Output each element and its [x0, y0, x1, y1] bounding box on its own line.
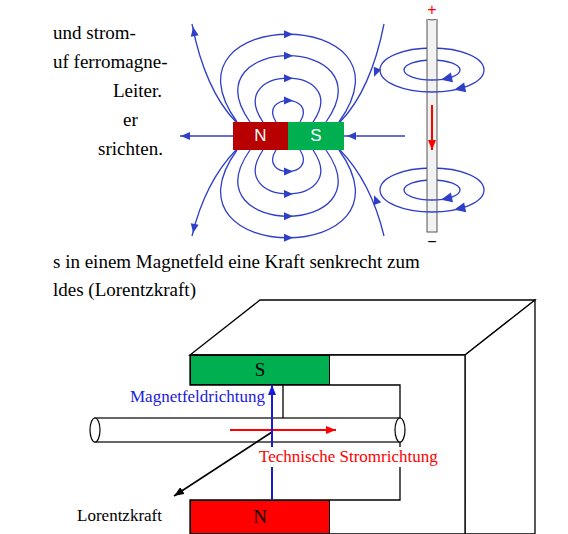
current-arrow [431, 105, 433, 150]
bar-magnet-field-lines [180, 24, 405, 242]
wire-field [380, 16, 484, 232]
horseshoe-magnet [190, 300, 535, 534]
field-arrow [284, 190, 293, 198]
body-text: ldes (Lorentzkraft) [52, 279, 197, 301]
field-line [340, 24, 384, 122]
field-line [192, 150, 236, 236]
field-arrow [284, 234, 293, 242]
body-text: srichten. [97, 138, 164, 160]
field-line [380, 190, 484, 212]
pole-letter: S [310, 127, 321, 146]
field-line [380, 70, 484, 92]
body-text: er [122, 109, 139, 131]
direction-label: Magnetfeldrichtung [129, 387, 266, 407]
field-line [255, 150, 320, 194]
field-arrow [347, 132, 356, 140]
field-line [273, 101, 304, 122]
magnet-pole-north: N [233, 122, 288, 150]
field-arrow [284, 74, 293, 82]
magnet-pole-south: S [288, 122, 344, 150]
field-arrow [189, 26, 198, 36]
field-arrow [442, 74, 452, 84]
field-arrow [370, 194, 381, 205]
field-line [238, 56, 338, 122]
magnet-front-face [190, 355, 465, 534]
field-line [192, 24, 236, 122]
body-text: Leiter. [112, 80, 163, 102]
field-line [221, 150, 356, 238]
field-arrow [455, 84, 465, 94]
current-arrow [230, 429, 336, 431]
rod-body [95, 418, 400, 442]
field-line [273, 150, 304, 171]
field-arrow [455, 204, 465, 214]
rod-end [90, 418, 100, 442]
field-arrow [284, 30, 293, 38]
field-arrow [284, 52, 293, 60]
polarity-sign: + [426, 1, 437, 19]
inner-edge [282, 385, 283, 418]
force-label: Lorentzkraft [76, 506, 163, 526]
rod-end [395, 418, 405, 442]
magnet-pole-north: N [190, 500, 330, 534]
field-arrow [284, 212, 293, 220]
field-line [221, 34, 356, 122]
field-line [238, 150, 338, 216]
field-arrow [189, 223, 198, 233]
magnet-pole-south: S [190, 355, 330, 385]
field-line [340, 150, 384, 236]
pole-letter: N [253, 507, 267, 528]
field-arrow [442, 194, 452, 204]
field-direction-arrow [271, 385, 273, 500]
field-line [255, 78, 320, 122]
polarity-sign: − [426, 233, 437, 251]
field-arrow [284, 167, 293, 175]
conductor-rod [90, 418, 405, 442]
body-text: s in einem Magnetfeld eine Kraft senkrec… [52, 251, 421, 273]
field-arrow [181, 132, 190, 140]
magnet-side-face [465, 300, 535, 534]
direction-label: Technische Stromrichtung [258, 447, 439, 467]
body-text: und strom- [52, 22, 137, 44]
pole-letter: S [255, 360, 266, 381]
pole-letter: N [254, 127, 266, 146]
body-text: uf ferromagne- [52, 51, 168, 73]
field-arrow [284, 97, 293, 105]
